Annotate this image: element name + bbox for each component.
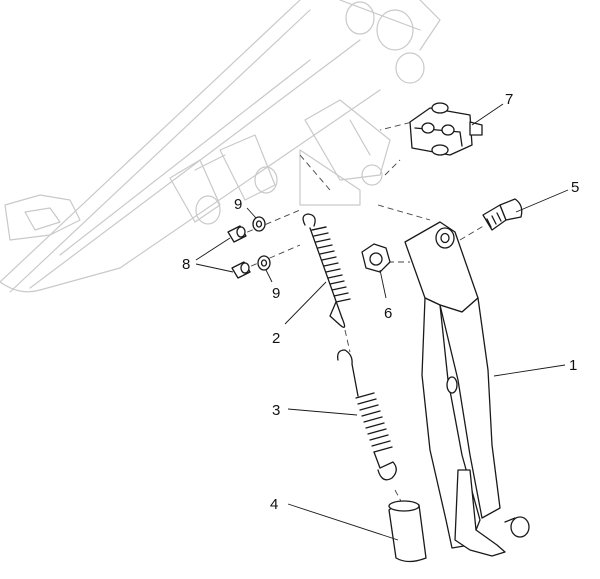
callout-3: 3 (272, 402, 280, 419)
pivot-bolt-part (482, 198, 523, 231)
nut-part (361, 243, 391, 273)
spring-short-part (302, 213, 351, 328)
callout-labels: 1 2 3 4 5 6 7 8 9 9 (182, 91, 579, 513)
spring-long-part (337, 349, 397, 481)
callout-2: 2 (272, 330, 280, 347)
callout-8: 8 (182, 256, 190, 273)
callout-6: 6 (384, 305, 392, 322)
screws-part (227, 225, 251, 279)
sleeve-part (388, 500, 427, 563)
callout-9-top: 9 (234, 196, 242, 213)
leader-lines (195, 103, 569, 541)
callout-4: 4 (270, 496, 278, 513)
callout-9-bottom: 9 (272, 285, 280, 302)
frame-ghost (0, 0, 441, 293)
callout-5: 5 (571, 179, 579, 196)
side-stand-part (404, 221, 530, 557)
switch-part (409, 102, 483, 156)
washers-part (252, 216, 271, 271)
callout-1: 1 (569, 357, 577, 374)
assembly-lines (237, 119, 486, 506)
callout-7: 7 (505, 91, 513, 108)
